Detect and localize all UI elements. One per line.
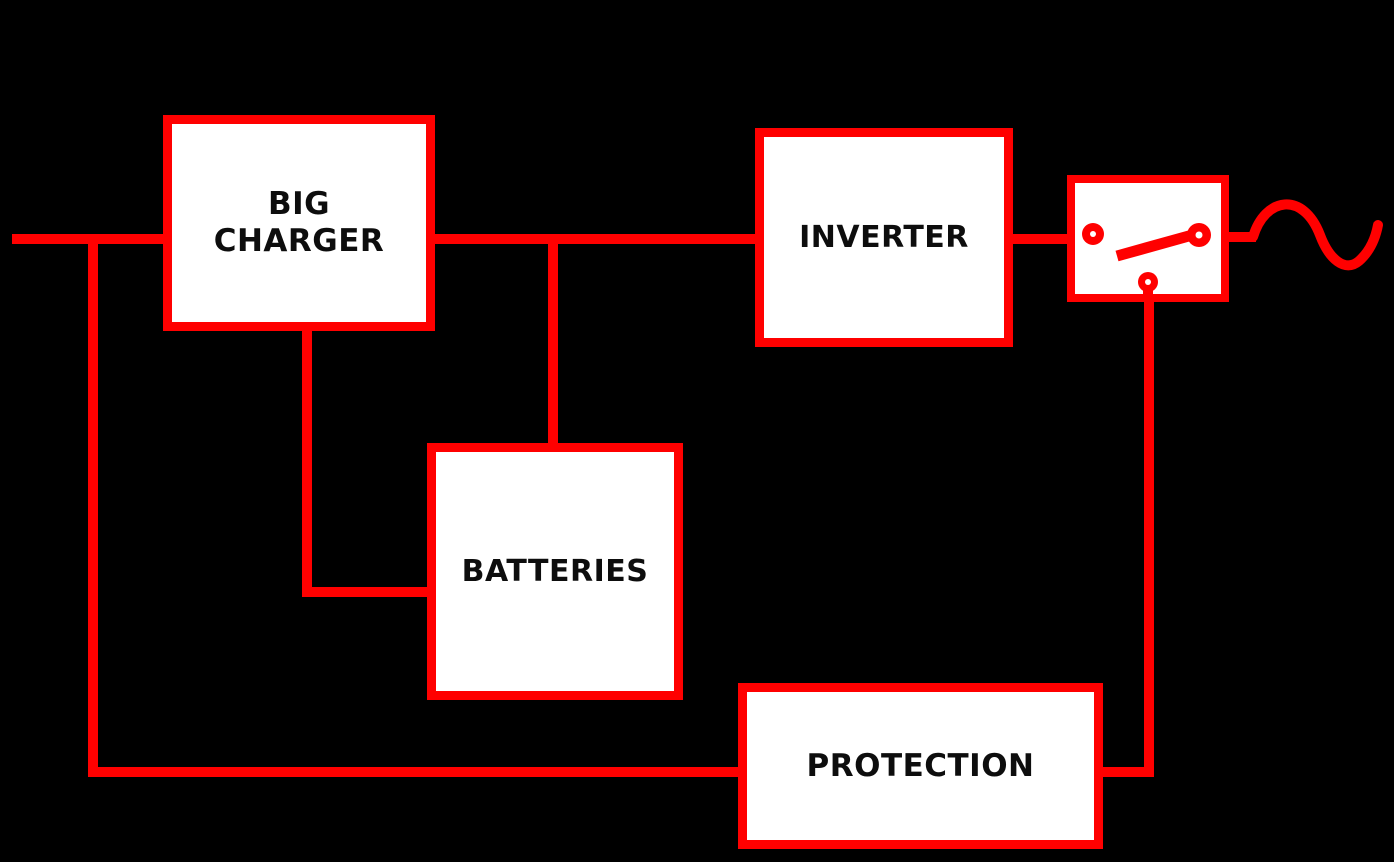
ac-sine-wave-icon [1229,199,1383,271]
wire-protection-right-jog [1098,767,1154,777]
big-charger-label-line1: BIG [267,186,331,223]
node-inverter: INVERTER [755,128,1013,347]
node-batteries: BATTERIES [427,443,683,700]
protection-label: PROTECTION [806,747,1035,784]
wire-charger-to-batteries-left [302,587,432,597]
inverter-label: INVERTER [799,219,969,255]
node-big-charger: BIG CHARGER [163,115,435,331]
node-protection: PROTECTION [738,683,1103,849]
wire-switch-to-protection-drop [1144,295,1154,777]
wire-charger-bottom-drop [302,328,312,597]
wire-ac-input-drop [88,234,98,777]
node-transfer-switch [1067,175,1229,302]
big-charger-label-line2: CHARGER [213,223,385,259]
wire-bus-to-batteries-top [548,234,558,448]
wire-ac-input-to-protection [88,767,738,777]
batteries-label: BATTERIES [461,553,649,589]
wire-ac-input-to-charger [12,234,163,244]
wire-inverter-to-switch [1013,234,1071,244]
wire-charger-to-inverter [435,234,755,244]
